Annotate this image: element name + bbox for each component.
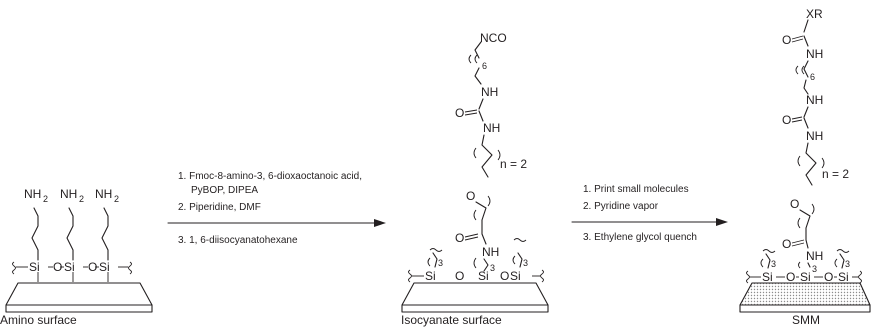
propyl-count-center: 3 xyxy=(490,263,495,273)
propyl-count-left: 3 xyxy=(438,258,443,268)
hexyl-count: 6 xyxy=(482,61,487,71)
carbamate-o: O xyxy=(782,33,791,47)
o-label-2: O xyxy=(88,260,97,274)
step1-line4: 3. 1, 6-diisocyanatohexane xyxy=(178,235,298,246)
smm-propyl-count-right: 3 xyxy=(845,259,850,269)
o-label-1: O xyxy=(53,260,62,274)
si-label-1: Si xyxy=(29,260,40,274)
smm-surface-o-2: O xyxy=(824,270,833,284)
isocyanate-surface-panel: NCO 6 NH O NH n = 2 O O NH 3 xyxy=(401,31,549,327)
urea-nh-2: NH xyxy=(483,121,500,135)
amide-nh: NH xyxy=(482,245,499,259)
isocyanate-surface-caption: Isocyanate surface xyxy=(401,313,502,327)
amine-label-3: NH xyxy=(95,187,112,201)
amide-o: O xyxy=(455,231,464,245)
capped-side-chains: 3 3 xyxy=(427,238,528,268)
repeat-count-label: n = 2 xyxy=(500,157,527,171)
printed-glass-slide xyxy=(739,282,871,313)
amino-surface-panel: NH 2 NH 2 NH 2 Si O Si O Si Amino surfac… xyxy=(0,187,153,327)
si-label-right: Si xyxy=(510,269,521,283)
propyl-count-right: 3 xyxy=(523,258,528,268)
siloxane-labels: Si O Si O Si xyxy=(29,260,110,274)
amine-subscript-2: 2 xyxy=(79,194,84,204)
si-label-3: Si xyxy=(99,260,110,274)
urea-o: O xyxy=(455,106,464,120)
amine-label-2: NH xyxy=(60,187,77,201)
smm-propyl-count-center: 3 xyxy=(812,264,817,274)
smm-ether-o: O xyxy=(790,197,799,211)
smm-surface-silicons: Si O Si O Si xyxy=(746,270,862,284)
amino-surface-caption: Amino surface xyxy=(0,313,77,327)
xr-label: XR xyxy=(806,7,823,21)
amine-subscript-3: 2 xyxy=(114,194,119,204)
surface-silicons: Si Si Si O O xyxy=(408,269,544,283)
surface-o-2: O xyxy=(500,269,509,283)
smm-repeat-count-label: n = 2 xyxy=(822,167,849,181)
smm-si-right: Si xyxy=(838,270,849,284)
carbamate-nh: NH xyxy=(806,47,823,61)
amine-subscript-1: 2 xyxy=(43,194,48,204)
smm-amide-o: O xyxy=(782,237,791,251)
amine-labels: NH 2 NH 2 NH 2 xyxy=(24,187,119,204)
smm-propyl-count-left: 3 xyxy=(771,259,776,269)
smm-urea-nh-2: NH xyxy=(806,129,823,143)
smm-panel: XR O NH 6 NH O NH n = 2 O O xyxy=(739,7,871,327)
smm-urea-o: O xyxy=(782,113,791,127)
smm-si-left: Si xyxy=(762,270,773,284)
step1-line3: 2. Piperidine, DMF xyxy=(178,202,261,213)
smm-amide-nh: NH xyxy=(806,249,823,263)
surface-o-1: O xyxy=(455,269,464,283)
isocyanate-linker: NCO 6 NH O NH n = 2 O O NH 3 xyxy=(455,31,527,273)
si-label-center: Si xyxy=(478,269,489,283)
aminopropyl-chains xyxy=(12,207,132,282)
smm-si-center: Si xyxy=(800,270,811,284)
si-label-left: Si xyxy=(425,269,436,283)
si-label-2: Si xyxy=(64,260,75,274)
step2-line2: 2. Pyridine vapor xyxy=(583,201,659,212)
smm-urea-nh-1: NH xyxy=(806,93,823,107)
smm-caption: SMM xyxy=(792,313,820,327)
reaction-arrow-1: 1. Fmoc-8-amino-3, 6-dioxaoctanoic acid,… xyxy=(167,171,386,246)
step1-line2: PyBOP, DIPEA xyxy=(191,185,258,196)
nco-label: NCO xyxy=(480,31,507,45)
glass-slide xyxy=(401,282,549,313)
amine-label-1: NH xyxy=(24,187,41,201)
urea-nh-1: NH xyxy=(481,85,498,99)
step2-line3: 3. Ethylene glycol quench xyxy=(583,232,697,243)
glass-slide xyxy=(5,282,153,313)
step1-line1: 1. Fmoc-8-amino-3, 6-dioxaoctanoic acid, xyxy=(178,171,362,182)
smm-side-chains: 3 3 xyxy=(760,249,850,269)
smm-surface-o-1: O xyxy=(786,270,795,284)
ether-o: O xyxy=(466,189,475,203)
smm-hexyl-count: 6 xyxy=(810,72,815,82)
reaction-arrow-2: 1. Print small molecules 2. Pyridine vap… xyxy=(571,184,728,243)
smm-linker: XR O NH 6 NH O NH n = 2 O O xyxy=(782,7,849,274)
step2-line1: 1. Print small molecules xyxy=(583,184,689,195)
